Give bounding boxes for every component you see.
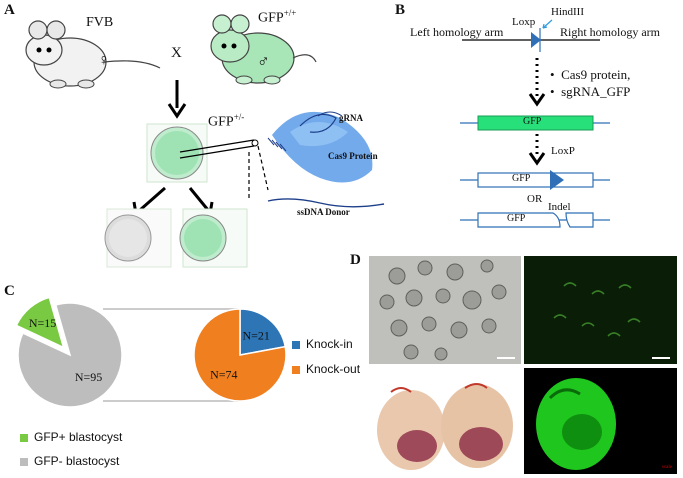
pie1-label-0: N=15	[29, 316, 56, 330]
panel-c-letter: C	[4, 283, 15, 299]
fvb-label: FVB	[86, 15, 114, 30]
pie2-label-0: N=21	[242, 329, 269, 343]
pie2-label-1: N=74	[210, 367, 237, 381]
legend-knockin-swatch	[292, 340, 300, 349]
legend-gfp-neg: GFP- blastocyst	[20, 454, 119, 468]
grna-label: gRNA	[339, 113, 363, 123]
gfp-knockin-label: GFP	[512, 173, 531, 184]
panel-a-letter: A	[4, 2, 15, 18]
gfp-indel-label: GFP	[507, 213, 526, 224]
gfp-homozygous-label: GFP+/+	[258, 8, 297, 26]
bullet-sgrna: • sgRNA_GFP	[550, 84, 631, 99]
gfp-mouse	[210, 14, 317, 85]
panel-a-figure	[25, 14, 385, 268]
male-symbol-icon: ♂	[257, 52, 270, 71]
hindiii-label: HindIII	[551, 6, 584, 18]
panel-d-letter: D	[350, 252, 361, 268]
svg-text:scale: scale	[662, 465, 673, 470]
pie1-slice-0	[15, 296, 65, 349]
blastocyst-fluorescence-image	[524, 256, 677, 364]
legend-knockin: Knock-in	[292, 337, 353, 351]
gfp-heterozygous-label: GFP+/-	[208, 112, 245, 130]
pie2-slice-1	[193, 308, 287, 402]
cas9-protein-label: Cas9 Protein	[328, 151, 378, 161]
blastocyst-brightfield-image	[369, 256, 521, 364]
legend-gfp-pos: GFP+ blastocyst	[20, 430, 122, 444]
loxp-outcome-label: LoxP	[551, 145, 575, 157]
indel-label: Indel	[548, 201, 571, 213]
embryo-fluorescence-image: scale	[524, 368, 677, 474]
legend-gfp-neg-swatch	[20, 457, 28, 466]
pie1-slice-1	[17, 302, 123, 408]
gfp-bar-label: GFP	[523, 116, 542, 127]
loxp-top-label: Loxp	[512, 16, 536, 28]
panel-b-figure	[460, 19, 610, 228]
legend-gfp-pos-swatch	[20, 433, 28, 442]
pie1-label-1: N=95	[75, 370, 102, 384]
pie2-slice-0	[239, 308, 287, 356]
embryo-brightfield-image	[369, 368, 521, 474]
left-homology-arm-label: Left homology arm	[410, 25, 504, 39]
right-homology-arm-label: Right homology arm	[560, 25, 660, 39]
panel-c-pie-charts: N=15N=95 N=21N=74	[15, 296, 287, 408]
female-symbol-icon: ♀	[98, 52, 110, 69]
or-label: OR	[527, 193, 543, 205]
panel-b-letter: B	[395, 2, 406, 18]
cas9-complex-illustration	[267, 111, 385, 208]
fvb-mouse	[25, 20, 161, 89]
cross-label: X	[171, 45, 182, 61]
ssdna-donor-label: ssDNA Donor	[297, 207, 350, 217]
bullet-cas9: • Cas9 protein,	[550, 67, 631, 82]
legend-knockout-swatch	[292, 365, 300, 374]
legend-knockout: Knock-out	[292, 362, 360, 376]
